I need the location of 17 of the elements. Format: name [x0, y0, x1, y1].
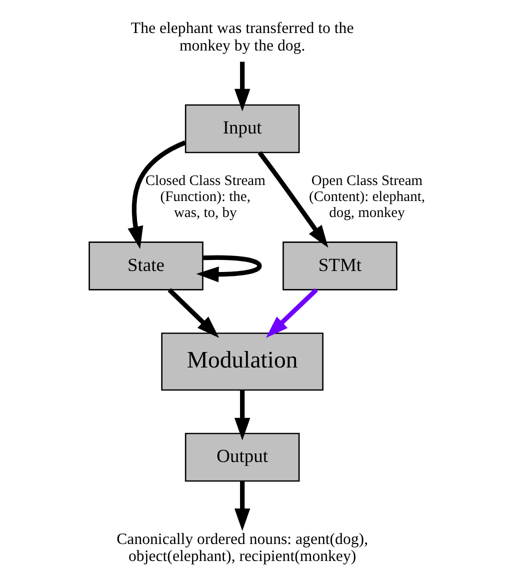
arrow: [265, 288, 318, 338]
arrow: [234, 62, 250, 112]
edge-label: Closed Class Stream (Function): the, was, to, by: [144, 173, 265, 221]
edge-label: Open Class Stream (Content): elephant, dog, monkey: [308, 173, 424, 221]
arrow: [234, 481, 250, 531]
arrow: [196, 255, 262, 282]
arrow: [257, 151, 328, 248]
arrow: [234, 390, 250, 440]
node-box: Input: [184, 104, 300, 154]
node-box: State: [88, 242, 203, 290]
node-text: Canonically ordered nouns: agent(dog), object(elephant), recipient(monkey): [116, 530, 368, 565]
node-box: Modulation: [160, 332, 323, 391]
node-box: Output: [184, 432, 300, 482]
node-text: The elephant was transferred to the monkey by the dog.: [130, 20, 354, 54]
arrow: [167, 288, 219, 338]
arrow: [127, 140, 186, 249]
node-box: STMt: [282, 242, 397, 290]
